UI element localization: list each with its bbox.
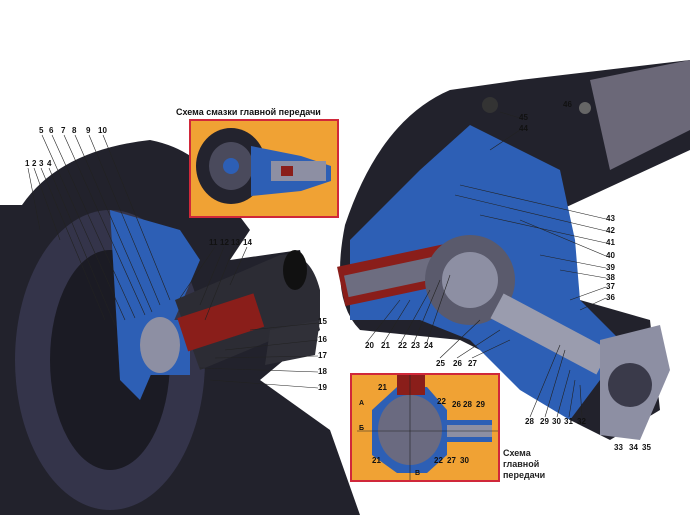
callout: 43 [606,214,615,223]
callout: 30 [552,417,561,426]
callout: 15 [318,317,327,326]
callout: 7 [61,126,66,135]
callout: 36 [606,293,615,302]
callout: 5 [39,126,44,135]
gear-inset-label: 22 [434,456,443,465]
callout: 41 [606,238,615,247]
gear-inset-label: 26 [452,400,461,409]
callout: 38 [606,273,615,282]
gear-scheme-inset [350,373,500,482]
callout: 4 [47,159,52,168]
callout: 20 [365,341,374,350]
caption-line: передачи [503,470,546,480]
callout: 12 [220,238,229,247]
callout: 11 [209,238,218,247]
callout: 8 [72,126,77,135]
caption-line: главной [503,459,540,469]
gear-inset-label: 22 [437,397,446,406]
left-hub-assembly [0,140,360,515]
callout: 28 [525,417,534,426]
lubrication-diagram [196,128,331,204]
callout: 25 [436,359,445,368]
differential-assembly [337,60,690,440]
gear-inset-label: 29 [476,400,485,409]
callout: 13 [231,238,240,247]
callout: 39 [606,263,615,272]
leader-lines [27,111,607,418]
callout: 29 [540,417,549,426]
dimension-label: Б [359,425,365,432]
callout: 46 [563,100,572,109]
callout: 26 [453,359,462,368]
dimension-label: А [359,400,365,407]
callout: 14 [243,238,252,247]
callout: 24 [424,341,433,350]
dimension-label: В [415,470,421,477]
callout: 17 [318,351,327,360]
callout: 32 [577,417,586,426]
gear-scheme-diagram [357,375,498,480]
callout: 1 [25,159,30,168]
callout: 35 [642,443,651,452]
callout: 19 [318,383,327,392]
lubrication-inset-title: Схема смазки главной передачи [176,107,321,117]
callout: 9 [86,126,91,135]
callout: 44 [519,124,528,133]
callout: 37 [606,282,615,291]
lubrication-inset [189,119,339,218]
callout: 34 [629,443,638,452]
callout: 22 [398,341,407,350]
callout: 21 [381,341,390,350]
callout: 23 [411,341,420,350]
callout: 2 [32,159,37,168]
callout: 10 [98,126,107,135]
gear-inset-label: 21 [372,456,381,465]
gear-inset-label: 21 [378,383,387,392]
callout: 45 [519,113,528,122]
callout: 27 [468,359,477,368]
callout: 18 [318,367,327,376]
callout: 42 [606,226,615,235]
callout: 40 [606,251,615,260]
gear-inset-label: 30 [460,456,469,465]
gear-inset-label: 28 [463,400,472,409]
gear-inset-caption: Схема главной передачи [503,448,545,481]
callout: 16 [318,335,327,344]
caption-line: Схема [503,448,531,458]
callout: 6 [49,126,54,135]
gear-inset-label: 27 [447,456,456,465]
callout: 3 [39,159,44,168]
callout: 33 [614,443,623,452]
callout: 31 [564,417,573,426]
